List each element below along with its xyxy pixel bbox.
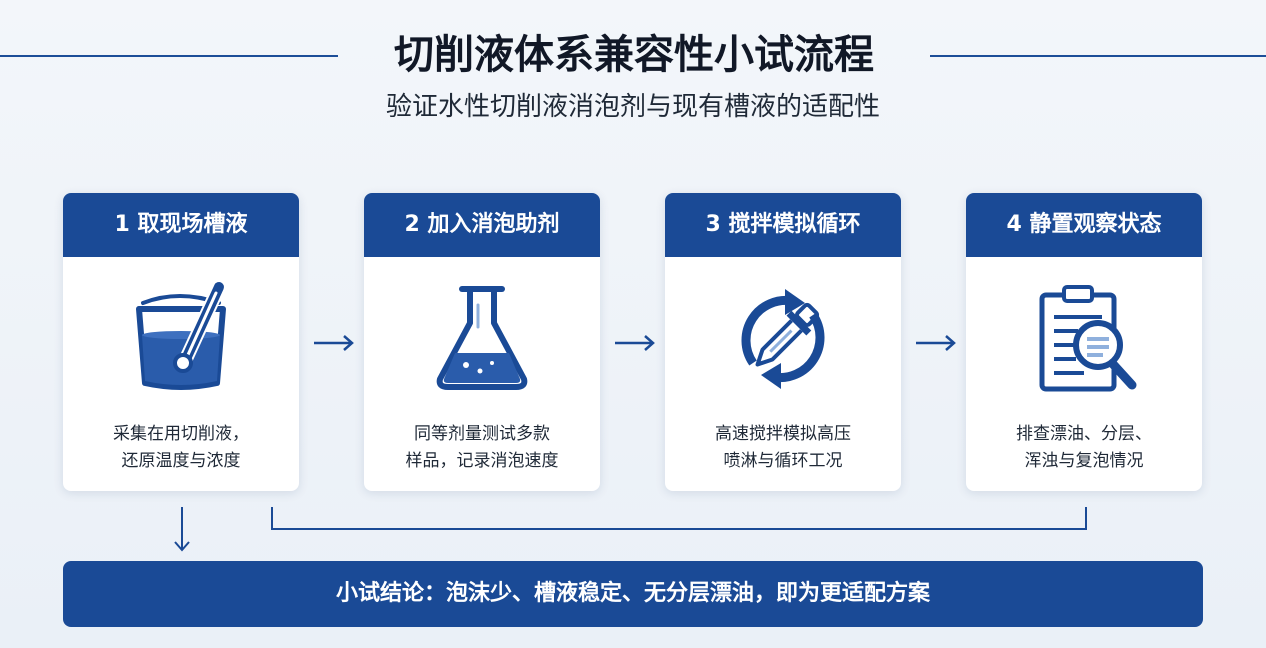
step-description-line: 喷淋与循环工况 [723,451,843,471]
step-description-line: 浑浊与复泡情况 [1024,451,1144,471]
step-description: 排查漂油、分层、 浑浊与复泡情况 [966,421,1202,475]
step-card-2: 2 加入消泡助剂 同等剂量测试多款 样品，记录消泡速度 [364,193,600,491]
step-card-3: 3 搅拌模拟循环 高速搅拌模拟高压 喷淋与循环工况 [665,193,901,491]
conclusion-banner: 小试结论：泡沫少、槽液稳定、无分层漂油，即为更适配方案 [63,561,1203,627]
flask-icon [436,286,528,390]
cycle-dropper-icon [741,289,825,389]
title-divider-right [930,55,1266,57]
step-description-line: 还原温度与浓度 [121,451,241,471]
step-description-line: 高速搅拌模拟高压 [715,424,851,444]
step-description-line: 样品，记录消泡速度 [405,451,559,471]
step-description-line: 同等剂量测试多款 [414,424,550,444]
step-title: 1 取现场槽液 [63,193,299,257]
beaker-thermometer-icon [136,280,226,390]
step-title: 2 加入消泡助剂 [364,193,600,257]
step-description: 高速搅拌模拟高压 喷淋与循环工况 [665,421,901,475]
page-subtitle: 验证水性切削液消泡剂与现有槽液的适配性 [385,92,880,122]
clipboard-magnifier-icon [1039,285,1137,392]
step-title: 3 搅拌模拟循环 [665,193,901,257]
flow-arrow-icon [916,335,956,351]
step-card-4: 4 静置观察状态 排查漂油、分层、 浑浊与复泡情况 [966,193,1202,491]
step-description-line: 采集在用切削液， [113,424,249,444]
flow-arrow-icon [314,335,354,351]
flow-arrow-icon [615,335,655,351]
step-description: 同等剂量测试多款 样品，记录消泡速度 [364,421,600,475]
title-row: 切削液体系兼容性小试流程 [0,24,1266,86]
page-title: 切削液体系兼容性小试流程 [394,32,874,78]
step-description: 采集在用切削液， 还原温度与浓度 [63,421,299,475]
step-title: 4 静置观察状态 [966,193,1202,257]
title-divider-left [0,55,338,57]
step-card-1: 1 取现场槽液 采集在用切削液， 还原温度与浓度 [63,193,299,491]
step-description-line: 排查漂油、分层、 [1016,424,1152,444]
